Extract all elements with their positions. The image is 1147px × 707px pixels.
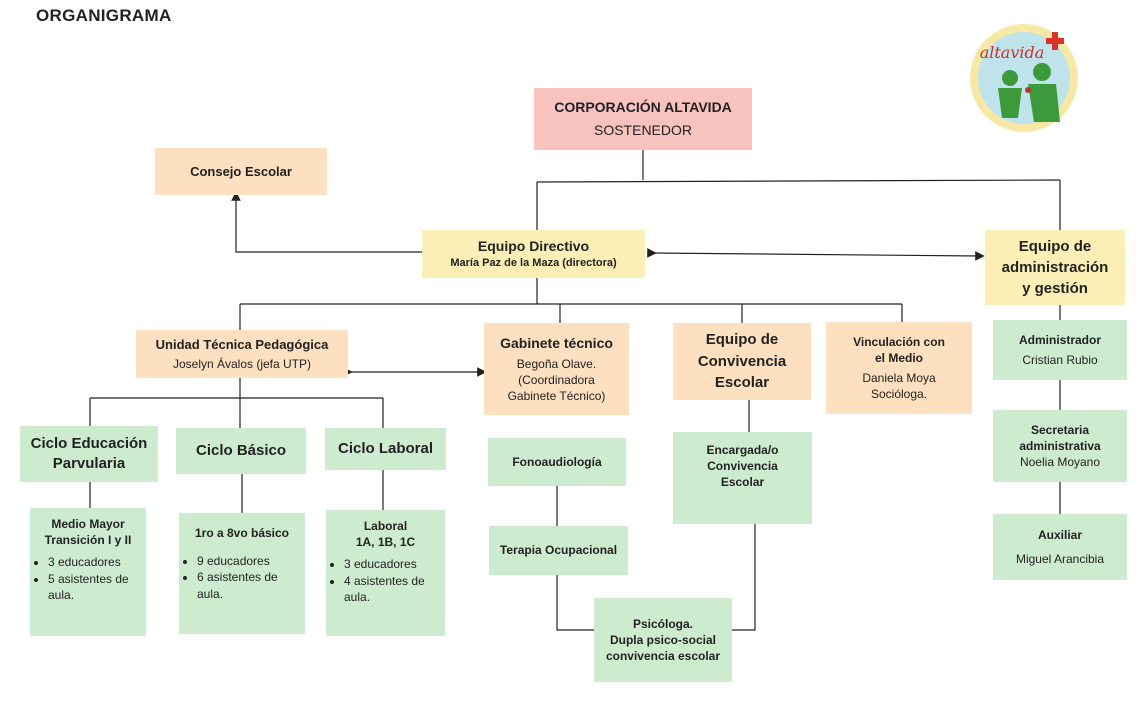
parvularia-line2: Parvularia	[52, 455, 126, 472]
convivencia-line2: Convivencia	[697, 352, 787, 370]
encargada-line2: Convivencia	[707, 459, 778, 474]
list-item: 3 educadores	[344, 556, 445, 572]
auxiliar-person: Miguel Arancibia	[1015, 552, 1105, 566]
psicologa-line1: Psicóloga.	[632, 616, 694, 631]
auxiliar-box: Auxiliar Miguel Arancibia	[993, 514, 1127, 580]
vinculacion-line1: Vinculación con	[853, 334, 945, 349]
secretaria-line2: administrativa	[1019, 438, 1101, 453]
terapia-label: Terapia Ocupacional	[499, 543, 618, 558]
list-item: 3 educadores	[48, 554, 146, 570]
corporacion-role: SOSTENEDOR	[593, 122, 692, 138]
encargada-line3: Escolar	[720, 475, 765, 490]
vinculacion-line2: el Medio	[874, 350, 923, 365]
terapia-ocupacional-box: Terapia Ocupacional	[489, 526, 628, 575]
gabinete-line2: (Coordinadora	[518, 372, 595, 387]
basico-label: Ciclo Básico	[195, 441, 287, 459]
corporacion-name: CORPORACIÓN ALTAVIDA	[554, 99, 732, 116]
gabinete-line1: Begoña Olave.	[516, 356, 597, 371]
basico-detail-list: 9 educadores 6 asistentes de aula.	[179, 553, 305, 602]
gabinete-line3: Gabinete Técnico)	[507, 389, 606, 404]
gabinete-label: Gabinete técnico	[500, 334, 613, 351]
equipo-directivo-label: Equipo Directivo	[477, 238, 590, 255]
administracion-line2: administración	[1001, 259, 1109, 276]
utp-box: Unidad Técnica Pedagógica Joselyn Ávalos…	[136, 330, 348, 378]
list-item: 4 asistentes de aula.	[344, 573, 445, 605]
administracion-box: Equipo de administración y gestión	[985, 230, 1125, 305]
administracion-line3: y gestión	[1022, 280, 1088, 297]
parvularia-line1: Ciclo Educación	[30, 434, 148, 452]
parvularia-detail-line1: Medio Mayor	[51, 517, 125, 531]
laboral-detail-box: Laboral 1A, 1B, 1C 3 educadores 4 asiste…	[326, 510, 445, 636]
psicologa-box: Psicóloga. Dupla psico-social convivenci…	[594, 598, 732, 682]
psicologa-line3: convivencia escolar	[605, 649, 721, 664]
encargada-convivencia-box: Encargada/o Convivencia Escolar	[673, 432, 812, 524]
ciclo-basico-box: Ciclo Básico	[176, 428, 306, 474]
psicologa-line2: Dupla psico-social	[609, 632, 717, 647]
administracion-line1: Equipo de	[1018, 238, 1092, 255]
secretaria-box: Secretaria administrativa Noelia Moyano	[993, 410, 1127, 482]
corporacion-box: CORPORACIÓN ALTAVIDA SOSTENEDOR	[534, 88, 752, 150]
laboral-detail-list: 3 educadores 4 asistentes de aula.	[326, 556, 445, 605]
vinculacion-box: Vinculación con el Medio Daniela Moya So…	[826, 322, 972, 414]
list-item: 5 asistentes de aula.	[48, 571, 146, 603]
administrador-box: Administrador Cristian Rubio	[993, 320, 1127, 380]
logo-text: altavida	[980, 43, 1045, 62]
utp-person: Joselyn Ávalos (jefa UTP)	[172, 357, 312, 372]
list-item: 9 educadores	[197, 553, 305, 569]
altavida-logo: altavida	[970, 24, 1078, 132]
parvularia-detail-box: Medio Mayor Transición I y II 3 educador…	[30, 508, 146, 636]
parvularia-detail-list: 3 educadores 5 asistentes de aula.	[30, 554, 146, 603]
convivencia-box: Equipo de Convivencia Escolar	[673, 323, 811, 400]
convivencia-line1: Equipo de	[705, 330, 779, 348]
administrador-label: Administrador	[1018, 332, 1101, 347]
fono-label: Fonoaudiología	[512, 454, 602, 469]
page-title: ORGANIGRAMA	[36, 6, 172, 25]
equipo-directivo-box: Equipo Directivo María Paz de la Maza (d…	[422, 230, 645, 278]
vinculacion-line3: Daniela Moya	[862, 371, 936, 385]
directora-name: María Paz de la Maza (directora)	[450, 257, 617, 270]
administrador-person: Cristian Rubio	[1022, 353, 1098, 367]
vinculacion-line4: Socióloga.	[870, 387, 928, 402]
utp-label: Unidad Técnica Pedagógica	[155, 336, 329, 352]
gabinete-tecnico-box: Gabinete técnico Begoña Olave. (Coordina…	[484, 323, 629, 415]
auxiliar-label: Auxiliar	[1037, 527, 1082, 542]
consejo-escolar-box: Consejo Escolar	[155, 148, 327, 195]
basico-detail-line1: 1ro a 8vo básico	[194, 526, 290, 540]
basico-detail-box: 1ro a 8vo básico 9 educadores 6 asistent…	[179, 513, 305, 634]
convivencia-line3: Escolar	[714, 374, 770, 392]
secretaria-line1: Secretaria	[1030, 422, 1090, 437]
fonoaudiologia-box: Fonoaudiología	[488, 438, 626, 486]
laboral-label: Ciclo Laboral	[337, 439, 434, 457]
secretaria-person: Noelia Moyano	[1019, 455, 1101, 470]
laboral-detail-line1: Laboral	[363, 519, 408, 533]
laboral-detail-line2: 1A, 1B, 1C	[355, 535, 416, 550]
ciclo-parvularia-box: Ciclo Educación Parvularia	[20, 426, 158, 482]
parvularia-detail-line2: Transición I y II	[44, 533, 132, 548]
list-item: 6 asistentes de aula.	[197, 569, 305, 601]
encargada-line1: Encargada/o	[706, 443, 779, 457]
consejo-escolar-label: Consejo Escolar	[190, 163, 292, 179]
ciclo-laboral-box: Ciclo Laboral	[325, 428, 446, 470]
